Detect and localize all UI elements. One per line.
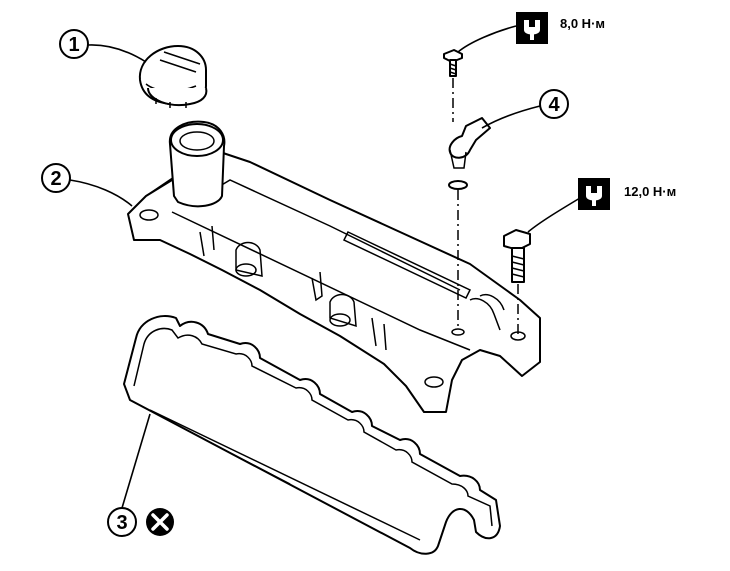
callout-2: 2 [41,163,71,193]
svg-text:3: 3 [116,512,127,534]
callout-3: 3 [107,507,137,537]
cylinder-head-cover [127,120,541,413]
callout-1: 1 [59,29,89,59]
cover-bolt-large [503,229,531,283]
do-not-reuse-icon [146,508,174,536]
svg-text:2: 2 [50,168,61,190]
svg-text:4: 4 [548,94,560,116]
torque-value-small: 8,0 Н·м [560,16,605,31]
oil-filler-cap [138,45,208,108]
svg-text:1: 1 [68,34,79,56]
torque-value-large: 12,0 Н·м [624,184,676,199]
torque-wrench-icon [578,178,610,210]
callout-4: 4 [539,89,569,119]
cover-gasket [123,315,501,555]
cover-bolt-small [443,49,463,77]
torque-wrench-icon [516,12,548,44]
camshaft-position-sensor [448,117,491,190]
